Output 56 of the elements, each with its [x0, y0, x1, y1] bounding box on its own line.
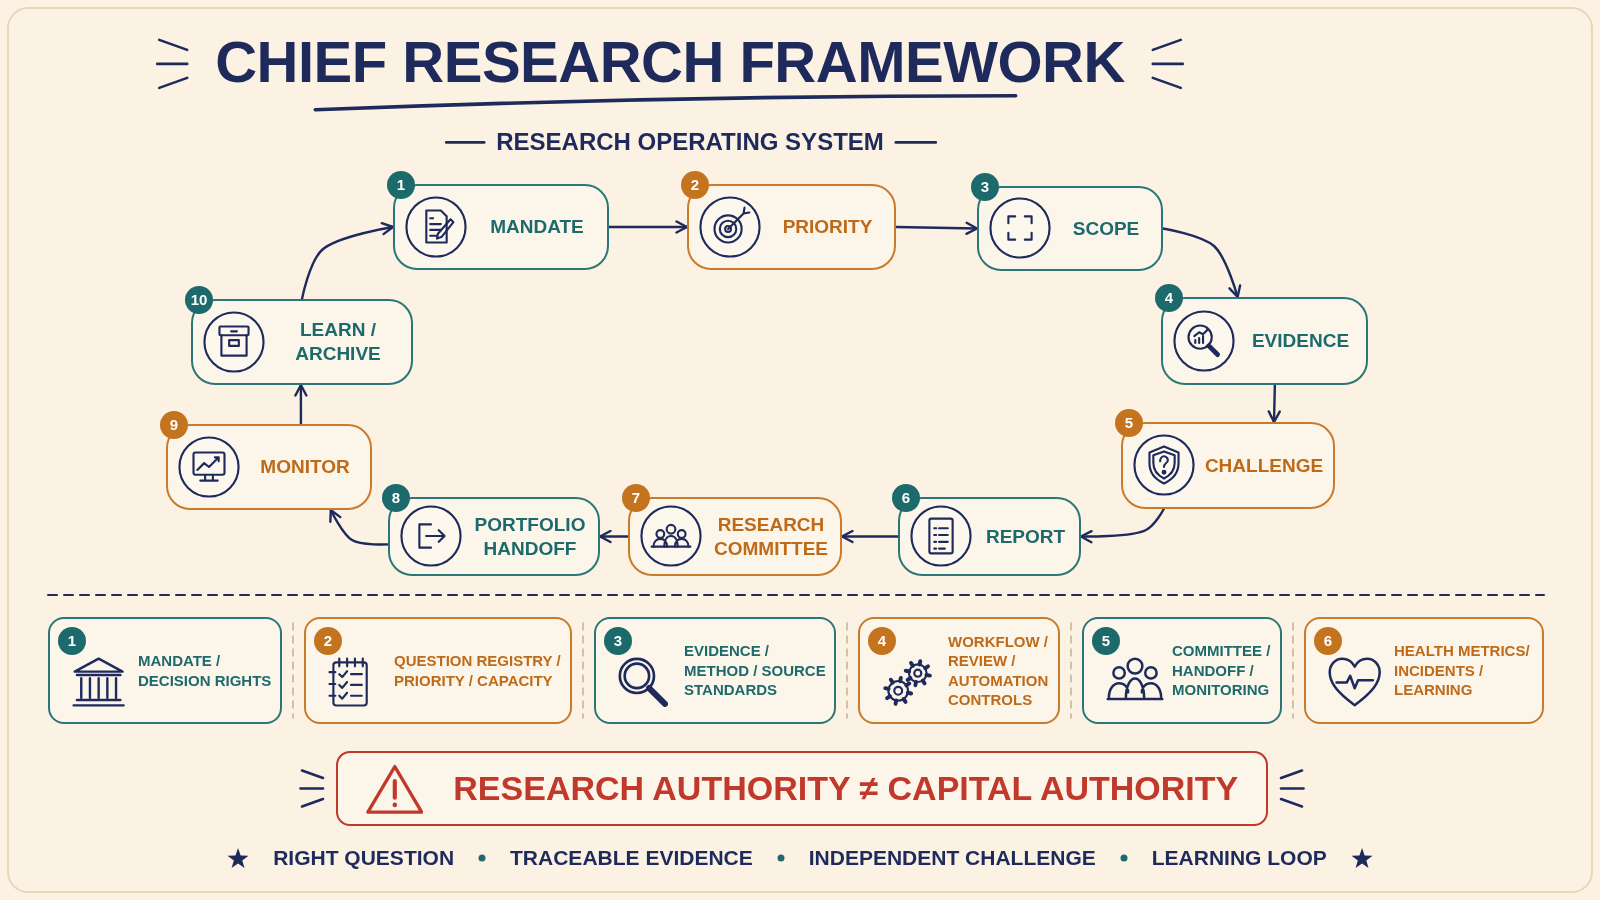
flow-arrow: [1161, 227, 1242, 299]
step-label: MONITOR: [260, 455, 350, 479]
flow-arrow: [1079, 507, 1165, 544]
step-label: EVIDENCE: [1251, 329, 1350, 353]
number-badge: 5: [1092, 627, 1120, 655]
principle-text: TRACEABLE EVIDENCE: [510, 845, 753, 871]
step-label: SCOPE: [1072, 216, 1140, 241]
card-label: COMMITTEE / HANDOFF / MONITORING: [1172, 641, 1272, 700]
category-card: [48, 617, 282, 724]
number-badge: 4: [868, 627, 896, 655]
category-card: [1082, 617, 1282, 724]
card-label: EVIDENCE / METHOD / SOURCE STANDARDS: [684, 641, 827, 700]
flow-arrow: [840, 529, 900, 544]
number-badge: 1: [387, 171, 415, 199]
principle-text: RIGHT QUESTION: [273, 845, 455, 871]
category-card: [858, 617, 1060, 724]
principle-text: LEARNING LOOP: [1151, 845, 1327, 871]
card-label: HEALTH METRICS/ INCIDENTS / LEARNING: [1394, 641, 1531, 700]
number-badge: 2: [681, 171, 709, 199]
step-label: PORTFOLIO HANDOFF: [473, 512, 587, 561]
number-badge: 4: [1155, 284, 1183, 312]
number-badge: 1: [58, 627, 86, 655]
subtitle: RESEARCH OPERATING SYSTEM: [496, 128, 884, 157]
card-label: WORKFLOW / REVIEW / AUTOMATION CONTROLS: [948, 631, 1050, 710]
step-label: RESEARCH COMMITTEE: [713, 512, 829, 561]
flow-arrow: [598, 529, 630, 544]
step-label: CHALLENGE: [1204, 453, 1324, 478]
step-label: MANDATE: [490, 215, 584, 239]
number-badge: 3: [604, 627, 632, 655]
number-badge: 6: [892, 484, 920, 512]
step-label: LEARN / ARCHIVE: [294, 318, 382, 366]
number-badge: 2: [314, 627, 342, 655]
warning-text: RESEARCH AUTHORITY ≠ CAPITAL AUTHORITY: [453, 768, 1239, 809]
number-badge: 8: [382, 484, 410, 512]
flow-arrow: [607, 220, 689, 234]
flow-arrow: [1267, 383, 1281, 424]
step-label: REPORT: [985, 524, 1066, 549]
card-label: QUESTION REGISTRY / PRIORITY / CAPACITY: [394, 651, 562, 690]
number-badge: 3: [971, 173, 999, 201]
flow-arrow: [329, 508, 390, 546]
warning-banner: [336, 751, 1268, 826]
category-card: [304, 617, 572, 724]
number-badge: 5: [1115, 409, 1143, 437]
card-label: MANDATE / DECISION RIGHTS: [138, 651, 273, 690]
category-card: [1304, 617, 1544, 724]
diagram-title: CHIEF RESEARCH FRAMEWORK: [215, 30, 1125, 94]
flow-arrow: [294, 383, 308, 426]
step-label: PRIORITY: [782, 215, 873, 239]
flow-arrow: [300, 222, 395, 301]
number-badge: 6: [1314, 627, 1342, 655]
number-badge: 9: [160, 411, 188, 439]
number-badge: 7: [622, 484, 650, 512]
category-card: [594, 617, 836, 724]
principle-text: INDEPENDENT CHALLENGE: [808, 845, 1096, 871]
flow-arrow: [894, 221, 979, 235]
number-badge: 10: [185, 286, 213, 314]
